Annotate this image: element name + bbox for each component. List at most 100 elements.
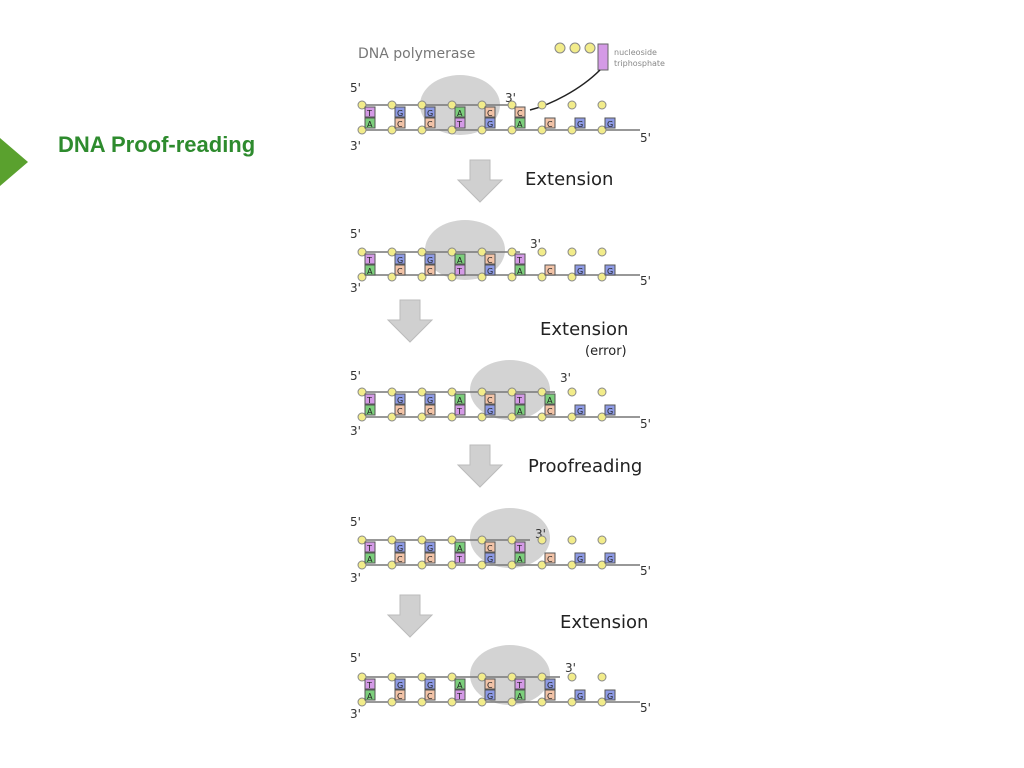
- phosphate-node: [387, 672, 397, 682]
- phosphate-node: [567, 560, 577, 570]
- bottom-base-label: G: [487, 555, 493, 564]
- phosphate-node: [507, 535, 517, 545]
- bottom-base-label: G: [607, 555, 613, 564]
- five-prime-bottom: 5': [640, 701, 651, 715]
- bottom-base-label: A: [367, 267, 373, 276]
- bottom-base-label: C: [427, 692, 433, 701]
- phosphate-node: [477, 535, 487, 545]
- top-base-label: G: [427, 396, 433, 405]
- nucleoside-triphosphate-group: nucleoside triphosphate: [554, 42, 665, 71]
- phosphate-node: [387, 412, 397, 422]
- bottom-base-A: [514, 264, 526, 276]
- bottom-base-C: [544, 264, 556, 276]
- phosphate-node: [597, 272, 607, 282]
- top-base-label: G: [397, 681, 403, 690]
- top-base-label: C: [487, 544, 493, 553]
- phosphate-node: [507, 247, 517, 257]
- bottom-base-C: [424, 264, 436, 276]
- bottom-base-G: [484, 689, 496, 701]
- phosphate-node: [357, 560, 367, 570]
- top-base-G: [424, 253, 436, 265]
- slide-bullet-triangle: [0, 138, 28, 186]
- top-base-G: [424, 678, 436, 690]
- bottom-base-A: [514, 689, 526, 701]
- bottom-base-label: A: [367, 407, 373, 416]
- bottom-base-label: C: [427, 267, 433, 276]
- top-base-T: [364, 541, 376, 553]
- dna-proofreading-diagram: DNA polymerase nucleoside triphosphate 5…: [350, 42, 665, 721]
- step-label-1: Extension: [525, 169, 613, 190]
- bottom-base-A: [364, 404, 376, 416]
- phosphate-node: [387, 560, 397, 570]
- bottom-base-C: [394, 552, 406, 564]
- bottom-base-G: [484, 552, 496, 564]
- phosphate-node: [357, 272, 367, 282]
- phosphate-node: [507, 560, 517, 570]
- top-base-label: G: [427, 256, 433, 265]
- top-base-T: [364, 253, 376, 265]
- bottom-base-C: [544, 404, 556, 416]
- top-base-C: [484, 541, 496, 553]
- down-arrow-3: [456, 444, 504, 488]
- top-base-G: [424, 106, 436, 118]
- bottom-base-T: [454, 264, 466, 276]
- top-base-label: A: [457, 396, 463, 405]
- phosphate-node: [537, 697, 547, 707]
- bottom-base-A: [364, 117, 376, 129]
- bottom-base-T: [454, 689, 466, 701]
- phosphate-node: [417, 387, 427, 397]
- top-base-label: A: [457, 681, 463, 690]
- bottom-base-label: G: [577, 555, 583, 564]
- phosphate-node: [387, 272, 397, 282]
- phosphate-node: [447, 697, 457, 707]
- nucleoside-label-2: triphosphate: [614, 59, 665, 68]
- bottom-base-label: G: [577, 267, 583, 276]
- bottom-base-label: G: [607, 267, 613, 276]
- top-base-label: T: [366, 681, 372, 690]
- phosphate-node: [567, 412, 577, 422]
- bottom-base-label: C: [547, 120, 553, 129]
- bottom-base-label: G: [487, 120, 493, 129]
- bottom-base-label: C: [397, 555, 403, 564]
- phosphate-node: [387, 697, 397, 707]
- top-base-label: T: [516, 256, 522, 265]
- phosphate-node: [417, 247, 427, 257]
- phosphate-node: [357, 100, 367, 110]
- phosphate-node: [417, 535, 427, 545]
- bottom-base-G: [604, 552, 616, 564]
- bottom-base-label: A: [517, 555, 523, 564]
- bottom-base-label: C: [397, 692, 403, 701]
- phosphate-node: [357, 412, 367, 422]
- top-base-label: G: [547, 681, 553, 690]
- bottom-base-G: [604, 689, 616, 701]
- step-arrow-3: Proofreading: [456, 444, 642, 488]
- phosphate-node: [507, 125, 517, 135]
- phosphate-node: [507, 697, 517, 707]
- bottom-base-A: [364, 552, 376, 564]
- bottom-base-A: [514, 117, 526, 129]
- top-base-G: [424, 393, 436, 405]
- bottom-base-label: C: [397, 267, 403, 276]
- phosphate-node: [507, 412, 517, 422]
- top-base-A: [454, 541, 466, 553]
- phosphate-node: [447, 672, 457, 682]
- phosphate-node: [567, 272, 577, 282]
- bottom-base-C: [424, 404, 436, 416]
- phosphate-node: [447, 247, 457, 257]
- phosphate-node: [597, 535, 607, 545]
- phosphate-node: [477, 697, 487, 707]
- step-arrow-2: Extension (error): [386, 299, 628, 359]
- top-base-label: G: [427, 109, 433, 118]
- top-base-G: [424, 541, 436, 553]
- top-base-label: A: [457, 109, 463, 118]
- phosphate-2: [569, 42, 581, 54]
- top-base-label: C: [487, 256, 493, 265]
- three-prime-top: 3': [565, 661, 576, 675]
- phosphate-node: [537, 100, 547, 110]
- phosphate-node: [447, 387, 457, 397]
- bottom-base-label: G: [607, 692, 613, 701]
- phosphate-node: [477, 125, 487, 135]
